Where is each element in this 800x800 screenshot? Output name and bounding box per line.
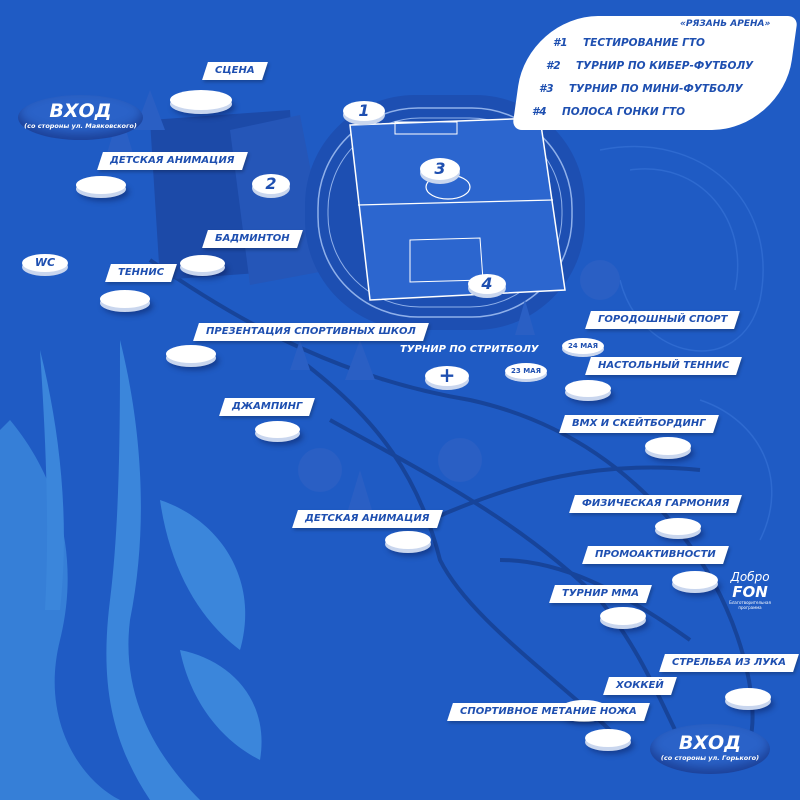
location-bmx[interactable]: BMX И СКЕЙТБОРДИНГ (559, 415, 719, 433)
table-tennis-disk (565, 380, 611, 397)
location-kids-animation-1[interactable]: ДЕТСКАЯ АНИМАЦИЯ (97, 152, 248, 170)
buildings (150, 110, 330, 285)
sport-schools-disk (166, 345, 216, 363)
tennis-disk (100, 290, 150, 308)
location-harmony[interactable]: ФИЗИЧЕСКАЯ ГАРМОНИЯ (569, 495, 743, 513)
location-streetball[interactable]: ТУРНИР ПО СТРИТБОЛУ (400, 344, 539, 355)
location-promo[interactable]: ПРОМОАКТИВНОСТИ (582, 546, 729, 564)
trees (105, 90, 620, 520)
stadium-marker-2[interactable]: 2 (252, 174, 290, 194)
wc-marker[interactable]: WC (22, 254, 68, 272)
harmony-disk (655, 518, 701, 535)
kids-animation-1-disk (76, 176, 126, 194)
archery-disk (725, 688, 771, 706)
stadium-marker-3[interactable]: 3 (420, 158, 460, 180)
logo-line2: FON (732, 583, 768, 601)
bmx-disk (645, 437, 691, 455)
jumping-disk (255, 421, 300, 438)
stadium (305, 95, 585, 330)
stadium-marker-1[interactable]: 1 (343, 101, 385, 121)
badminton-disk (180, 255, 225, 272)
gorodki-date: 24 МАЯ (562, 338, 604, 354)
topo-lines (599, 145, 773, 541)
logo-line1: Добро (730, 570, 770, 584)
location-jumping[interactable]: ДЖАМПИНГ (219, 398, 316, 416)
kids-animation-2-disk (385, 531, 431, 549)
location-archery[interactable]: СТРЕЛЬБА ИЗ ЛУКА (659, 654, 799, 672)
location-table-tennis[interactable]: НАСТОЛЬНЫЙ ТЕННИС (585, 357, 743, 375)
first-aid-marker[interactable]: + (425, 365, 469, 386)
location-gorodki[interactable]: ГОРОДОШНЫЙ СПОРТ (585, 311, 741, 329)
streetball-date: 23 МАЯ (505, 363, 547, 379)
stage-disk (170, 90, 232, 110)
location-knife-throwing[interactable]: СПОРТИВНОЕ МЕТАНИЕ НОЖА (447, 703, 650, 721)
dobrofon-logo: Добро FON Благотворительная программа (724, 570, 776, 610)
entrance-gorkogo[interactable]: ВХОД(со стороны ул. Горького) (650, 724, 770, 774)
promo-disk (672, 571, 718, 589)
location-badminton[interactable]: БАДМИНТОН (202, 230, 303, 248)
location-tennis[interactable]: ТЕННИС (105, 264, 178, 282)
decorative-plants (0, 340, 262, 800)
location-sport-schools[interactable]: ПРЕЗЕНТАЦИЯ СПОРТИВНЫХ ШКОЛ (193, 323, 429, 341)
stadium-marker-4[interactable]: 4 (468, 274, 506, 294)
mma-disk (600, 607, 646, 625)
location-mma[interactable]: ТУРНИР ММА (549, 585, 652, 603)
location-hockey[interactable]: ХОККЕЙ (603, 677, 677, 695)
entrance-mayakovskogo[interactable]: ВХОД(со стороны ул. Маяковского) (18, 95, 143, 140)
logo-line3: Благотворительная программа (729, 600, 771, 610)
location-kids-animation-2[interactable]: ДЕТСКАЯ АНИМАЦИЯ (292, 510, 443, 528)
legend-title: «РЯЗАНЬ АРЕНА» (680, 19, 771, 29)
knife-throwing-disk (585, 729, 631, 747)
location-stage[interactable]: СЦЕНА (202, 62, 268, 80)
